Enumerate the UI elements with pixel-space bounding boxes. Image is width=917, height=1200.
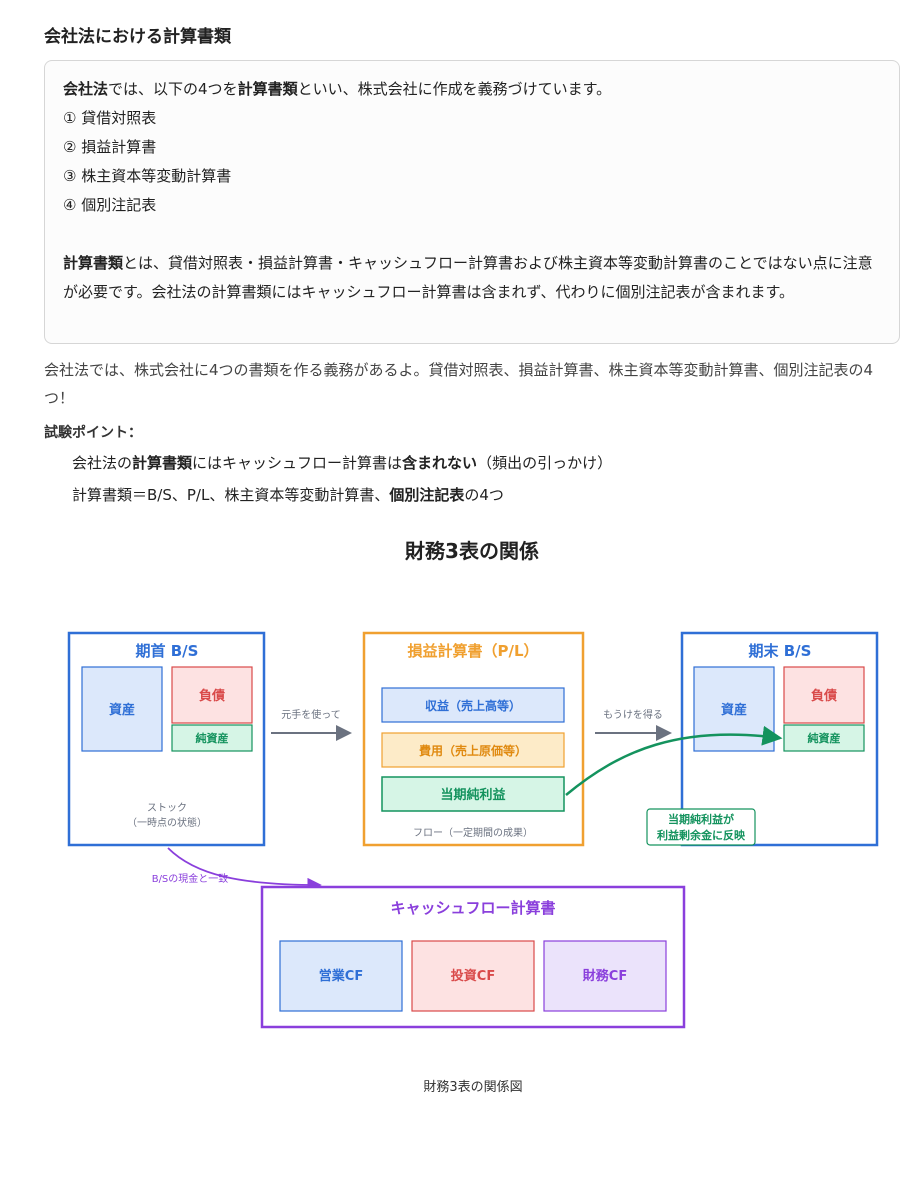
diagram-caption: 財務3表の関係図 [423,1080,522,1095]
cf-title: キャッシュフロー計算書 [390,899,555,917]
cf-financing-label: 財務CF [582,968,627,984]
pl-title: 損益計算書（P/L） [407,642,538,660]
bs-start-liability-box [171,666,253,724]
bs-end-equity-label: 純資産 [808,731,841,745]
bold-term: 計算書類 [132,454,193,472]
bs-end-liability-box [783,666,865,724]
exam-point-title: 試験ポイント： [44,425,142,441]
exam-point-1: 会社法の計算書類にはキャッシュフロー計算書は含まれない（頻出の引っかけ） [72,452,612,473]
bs-end-asset-label: 資産 [721,702,747,718]
bs-start-note1: ストック [147,802,187,814]
cf-investing-label: 投資CF [451,968,495,984]
pl-expense-label: 費用（売上原価等） [419,743,527,758]
cash-link-label: B/Sの現金と一致 [152,872,229,885]
intro-paragraph: 会社法では、以下の4つを計算書類といい、株式会社に作成を義務づけています。 [63,75,881,104]
exam-point-2: 計算書類＝B/S、P/L、株主資本等変動計算書、個別注記表の4つ [72,484,504,505]
bs-end-liability-label: 負債 [811,688,837,704]
arrow1-label: 元手を使って [281,708,341,721]
cf-operating-label: 営業CF [319,968,363,984]
pl-revenue-label: 収益（売上高等） [425,698,521,713]
bs-start-equity-box [171,724,253,752]
note-text: とは、貸借対照表・損益計算書・キャッシュフロー計算書および株主資本等変動計算書の… [63,254,873,301]
bold-term: 個別注記表 [389,486,465,504]
financial-statements-diagram: 財務3表の関係 期首 B/S 資産 負債 純資産 ストック （一時点の状態） 元… [67,539,879,1095]
bs-start-equity-label: 純資産 [196,731,229,745]
point-text: にはキャッシュフロー計算書は [192,454,403,472]
intro-text: では、以下の4つを [108,80,238,98]
bs-end-equity-box [783,724,865,752]
note-paragraph: 計算書類とは、貸借対照表・損益計算書・キャッシュフロー計算書および株主資本等変動… [63,249,881,307]
page-heading: 会社法における計算書類 [44,27,231,47]
bold-term: 計算書類 [63,254,124,272]
info-box: 会社法では、以下の4つを計算書類といい、株式会社に作成を義務づけています。 ① … [44,60,900,344]
point-text: 計算書類＝B/S、P/L、株主資本等変動計算書、 [72,486,390,504]
bs-start-asset-label: 資産 [109,702,135,718]
cash-link-arrow [167,847,322,893]
net-income-to-equity-arrow [565,725,783,796]
pl-expense-box [381,732,565,768]
bold-term: 含まれない [402,454,478,472]
diagram-title: 財務3表の関係 [405,539,539,563]
point-text: （頻出の引っかけ） [477,454,613,472]
bold-term: 計算書類 [237,80,298,98]
point-text: の4つ [464,486,504,504]
pl-note: フロー（一定期間の成果） [413,826,533,839]
retained-earnings-callout [646,808,756,846]
bs-start-title: 期首 B/S [136,642,199,660]
bs-start-asset-box [81,666,163,752]
list-item: ② 損益計算書 [63,138,157,156]
callout-line1: 当期純利益が [668,812,734,826]
cf-investing-box [411,940,535,1012]
pl-revenue-box [381,687,565,723]
intro-text: といい、株式会社に作成を義務づけています。 [297,80,612,98]
cf-operating-box [279,940,403,1012]
cf-financing-box [543,940,667,1012]
callout-line2: 利益剰余金に反映 [657,828,746,842]
bs-start-liability-label: 負債 [199,688,225,704]
bs-start-note2: （一時点の状態） [127,816,207,829]
spacer [63,220,881,249]
list-item: ① 貸借対照表 [63,109,157,127]
point-text: 会社法の [72,454,133,472]
pl-net-income-box [381,776,565,812]
bs-end-title: 期末 B/S [749,642,812,660]
arrow2-label: もうけを得る [603,709,663,721]
list-item: ③ 株主資本等変動計算書 [63,167,232,185]
summary-text: 会社法では、株式会社に4つの書類を作る義務があるよ。貸借対照表、損益計算書、株主… [44,361,874,407]
list-item: ④ 個別注記表 [63,196,157,214]
bold-term: 会社法 [63,80,109,98]
pl-net-income-label: 当期純利益 [440,787,505,803]
